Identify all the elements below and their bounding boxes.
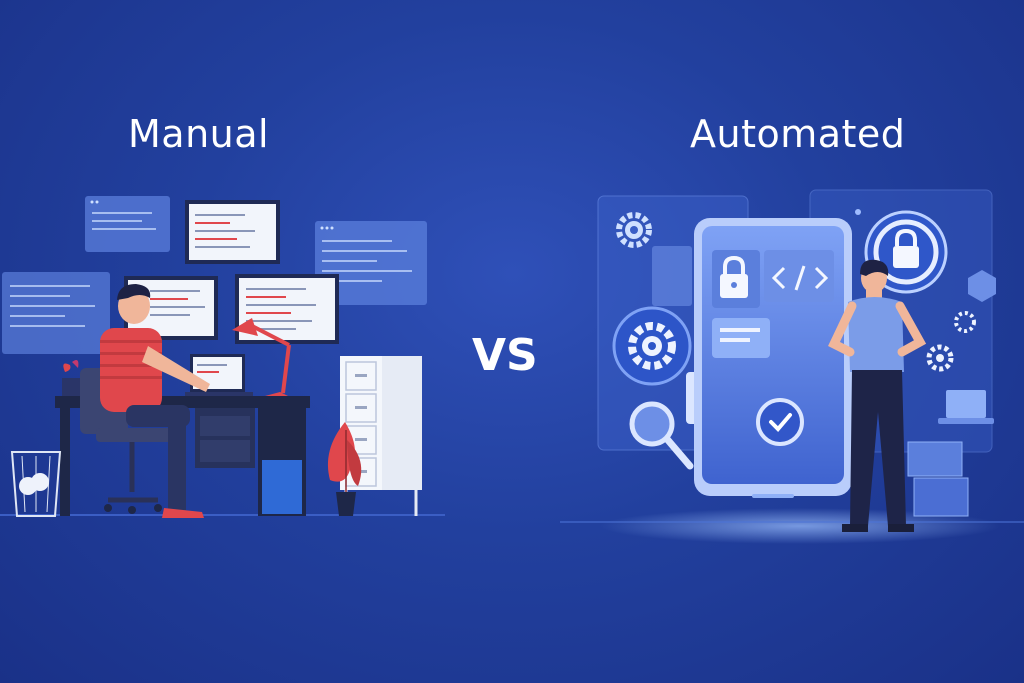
floating-code-window bbox=[2, 272, 110, 354]
magnifier-icon bbox=[629, 401, 694, 470]
floating-code-window bbox=[315, 221, 427, 305]
gear-icon bbox=[616, 212, 652, 248]
manual-title: Manual bbox=[128, 112, 270, 156]
automated-title: Automated bbox=[690, 112, 906, 156]
desk-lamp bbox=[232, 318, 291, 396]
lock-icon bbox=[720, 255, 748, 298]
laptop-icon bbox=[938, 390, 994, 424]
trash-bin bbox=[10, 451, 62, 517]
monitor bbox=[185, 200, 280, 264]
potted-plant bbox=[327, 422, 362, 516]
small-plant bbox=[62, 360, 80, 396]
gear-icon bbox=[926, 344, 954, 372]
laptop bbox=[185, 354, 253, 396]
code-brackets-icon bbox=[771, 265, 829, 291]
standing-person bbox=[828, 259, 927, 532]
person-at-desk bbox=[100, 284, 210, 518]
hexagon-icon bbox=[968, 270, 996, 302]
gear-icon bbox=[612, 306, 692, 386]
smartphone bbox=[694, 218, 852, 498]
stacked-boxes bbox=[907, 441, 969, 517]
automated-scene bbox=[560, 189, 1024, 544]
gear-icon bbox=[954, 311, 976, 333]
manual-scene bbox=[0, 196, 445, 518]
vs-label: VS bbox=[472, 330, 538, 381]
floating-code-window bbox=[85, 196, 170, 252]
checkmark-icon bbox=[756, 398, 804, 446]
